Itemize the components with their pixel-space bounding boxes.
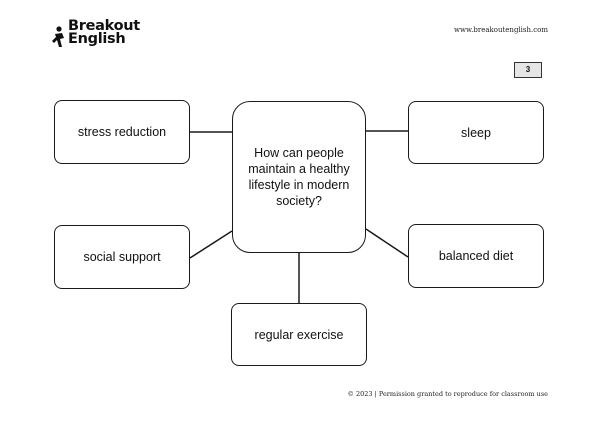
site-url[interactable]: www.breakoutenglish.com [454,26,548,34]
center-question: How can people maintain a healthy lifest… [232,101,366,253]
logo: Breakout English [52,18,140,50]
logo-line-2: English [68,31,126,47]
node-sleep: sleep [408,101,544,164]
page-number-badge: 3 [514,62,542,78]
node-social-support: social support [54,225,190,289]
node-regular-exercise: regular exercise [231,303,367,366]
connector-middle-left [189,230,233,259]
node-balanced-diet: balanced diet [408,224,544,288]
connector-middle-right [365,228,409,258]
node-stress-reduction: stress reduction [54,100,190,164]
footer-permission: © 2023 | Permission granted to reproduce… [347,390,548,398]
logo-line-1: Breakout [68,18,140,34]
breakout-figure-icon [52,26,64,47]
logo-text: Breakout English [68,18,140,47]
